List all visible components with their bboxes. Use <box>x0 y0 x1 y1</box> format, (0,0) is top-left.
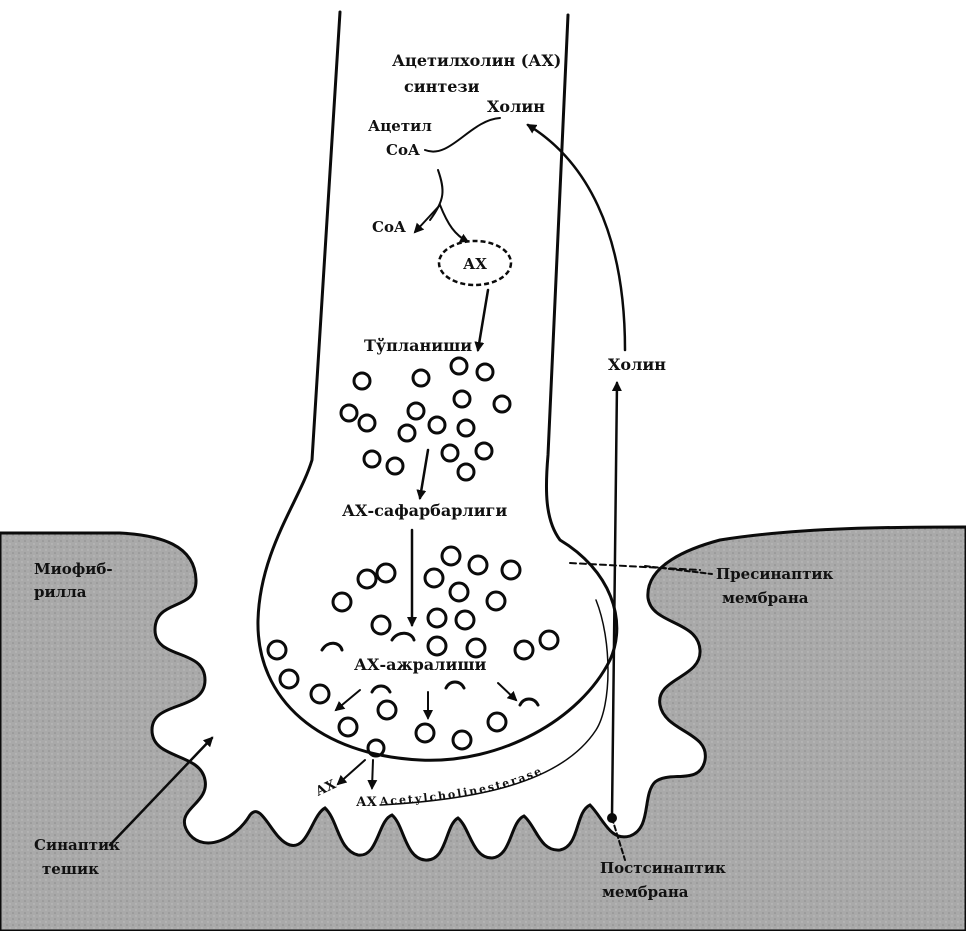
coa-label: CoA <box>372 218 406 236</box>
vesicle <box>359 415 375 431</box>
synaptic-cleft-label-line2: тешик <box>42 860 99 878</box>
vesicle <box>372 616 390 634</box>
ax-release-arrow-left <box>338 760 365 784</box>
vesicle <box>399 425 415 441</box>
vesicle <box>502 561 520 579</box>
vesicle <box>408 403 424 419</box>
vesicle <box>451 358 467 374</box>
synthesis-title-line1: Ацетилхолин (АХ) <box>392 51 561 70</box>
vesicle <box>450 583 468 601</box>
vesicle <box>428 637 446 655</box>
vesicle <box>515 641 533 659</box>
vesicle <box>477 364 493 380</box>
myofibril-label-line2: рилла <box>34 583 87 601</box>
vesicle <box>378 701 396 719</box>
vesicle <box>469 556 487 574</box>
presynaptic-label-line2: мембрана <box>722 589 809 607</box>
vesicle <box>458 464 474 480</box>
ax-right-label: АХ <box>356 795 378 810</box>
enzyme-curve <box>380 600 608 805</box>
vesicle <box>454 391 470 407</box>
vesicle <box>476 443 492 459</box>
acetyl-coa-label-line1: Ацетил <box>368 117 432 135</box>
vesicle <box>268 641 286 659</box>
vesicle <box>364 451 380 467</box>
vesicle <box>354 373 370 389</box>
vesicle <box>429 417 445 433</box>
myofibril-label-line1: Миофиб- <box>34 560 113 578</box>
postsynaptic-dot <box>607 813 617 823</box>
vesicle <box>341 405 357 421</box>
fusing-vesicle <box>520 699 538 705</box>
vesicle <box>358 570 376 588</box>
vesicle <box>425 569 443 587</box>
vesicle <box>494 396 510 412</box>
acetyl-coa-label-line2: CoA <box>386 141 420 159</box>
vesicle <box>339 718 357 736</box>
synthesis-title-line2: синтези <box>404 77 480 96</box>
vesicle <box>413 370 429 386</box>
vesicle <box>540 631 558 649</box>
vesicle <box>488 713 506 731</box>
vesicle <box>387 458 403 474</box>
enzyme-label: Acetylcholinesterase <box>378 764 545 808</box>
vesicle <box>280 670 298 688</box>
vesicle <box>458 420 474 436</box>
fusing-vesicle <box>372 686 390 692</box>
release-arrow-right <box>498 683 516 700</box>
synaptic-cleft-label-line1: Синаптик <box>34 836 120 854</box>
acetyl-coa-curve <box>425 118 500 152</box>
vesicle-cluster-release <box>280 670 506 756</box>
vesicle <box>416 724 434 742</box>
fusing-vesicle <box>392 633 414 640</box>
choline-top-label: Холин <box>487 97 545 116</box>
fusing-vesicle <box>322 643 342 650</box>
accumulation-label: Тўпланиши <box>364 336 472 355</box>
vesicle <box>487 592 505 610</box>
release-arrow-left <box>336 690 360 710</box>
vesicle <box>442 445 458 461</box>
coa-out-arrow <box>415 205 440 232</box>
presynaptic-label-line1: Пресинаптик <box>716 565 834 583</box>
ax-center-label: АХ <box>463 255 487 273</box>
vesicle <box>453 731 471 749</box>
vesicle <box>428 609 446 627</box>
arrow-to-mobilization <box>420 450 428 498</box>
ax-form-arrow <box>440 205 468 242</box>
arrow-to-accumulation <box>478 290 488 350</box>
release-label: АХ-ажралиши <box>354 655 487 674</box>
vesicle <box>377 564 395 582</box>
vesicle <box>311 685 329 703</box>
ax-release-arrow-right <box>372 760 373 788</box>
postsynaptic-label-line1: Постсинаптик <box>600 859 726 877</box>
nerve-terminal-outline <box>258 12 617 760</box>
choline-right-label: Холин <box>608 355 666 374</box>
ax-left-label: АХ <box>313 777 339 800</box>
vesicle <box>456 611 474 629</box>
muscle-fiber-region <box>0 527 966 931</box>
fusing-vesicle <box>446 682 464 688</box>
vesicle <box>442 547 460 565</box>
choline-return-arrow <box>528 125 625 350</box>
mobilization-label: АХ-сафарбарлиги <box>342 501 507 520</box>
vesicle <box>333 593 351 611</box>
postsynaptic-label-line2: мембрана <box>602 883 689 901</box>
